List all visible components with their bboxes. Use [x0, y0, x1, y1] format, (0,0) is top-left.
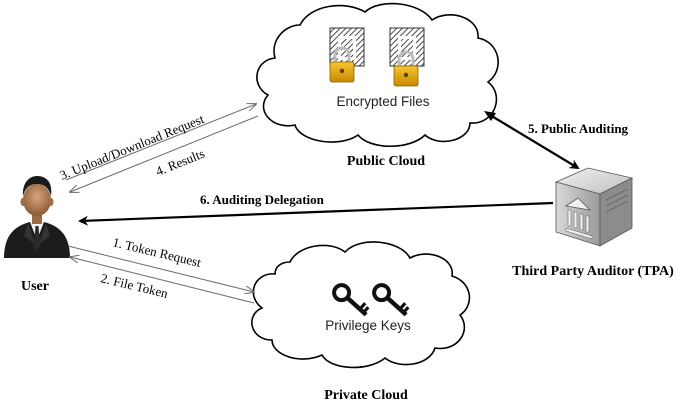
businessman-icon [4, 176, 70, 258]
results-label: 4. Results [154, 146, 207, 179]
private-cloud-content-label: Privilege Keys [325, 318, 411, 333]
auditing-delegation-arrow [78, 201, 554, 226]
token-request-label: 1. Token Request [111, 234, 203, 270]
user-label: User [21, 279, 49, 294]
key-icon [332, 283, 370, 317]
key-icon [372, 283, 410, 317]
public-auditing-arrowhead-start [484, 111, 496, 121]
tpa-label: Third Party Auditor (TPA) [512, 264, 674, 279]
upload-download-arrow [65, 104, 256, 181]
upload-download-label: 3. Upload/Download Request [58, 111, 207, 183]
public-cloud-content-label: Encrypted Files [336, 94, 429, 109]
private-cloud: Privilege Keys [251, 241, 471, 369]
public-cloud-shape [256, 2, 499, 147]
token-request-arrow [67, 245, 254, 292]
results-arrow [70, 115, 259, 192]
public-auditing-label: 5. Public Auditing [528, 121, 629, 136]
private-cloud-shape [251, 241, 471, 369]
private-cloud-label: Private Cloud [324, 388, 408, 403]
public-auditing-arrow [489, 114, 580, 170]
file-token-label: 2. File Token [99, 270, 170, 301]
public-cloud-label: Public Cloud [347, 154, 425, 169]
auditing-delegation-label: 6. Auditing Delegation [200, 192, 325, 207]
server-icon [554, 167, 634, 247]
file-token-arrow [70, 257, 255, 304]
locked-file-icon [329, 27, 365, 83]
locked-file-icon [389, 27, 425, 87]
public-cloud: Encrypted Files [256, 2, 499, 147]
